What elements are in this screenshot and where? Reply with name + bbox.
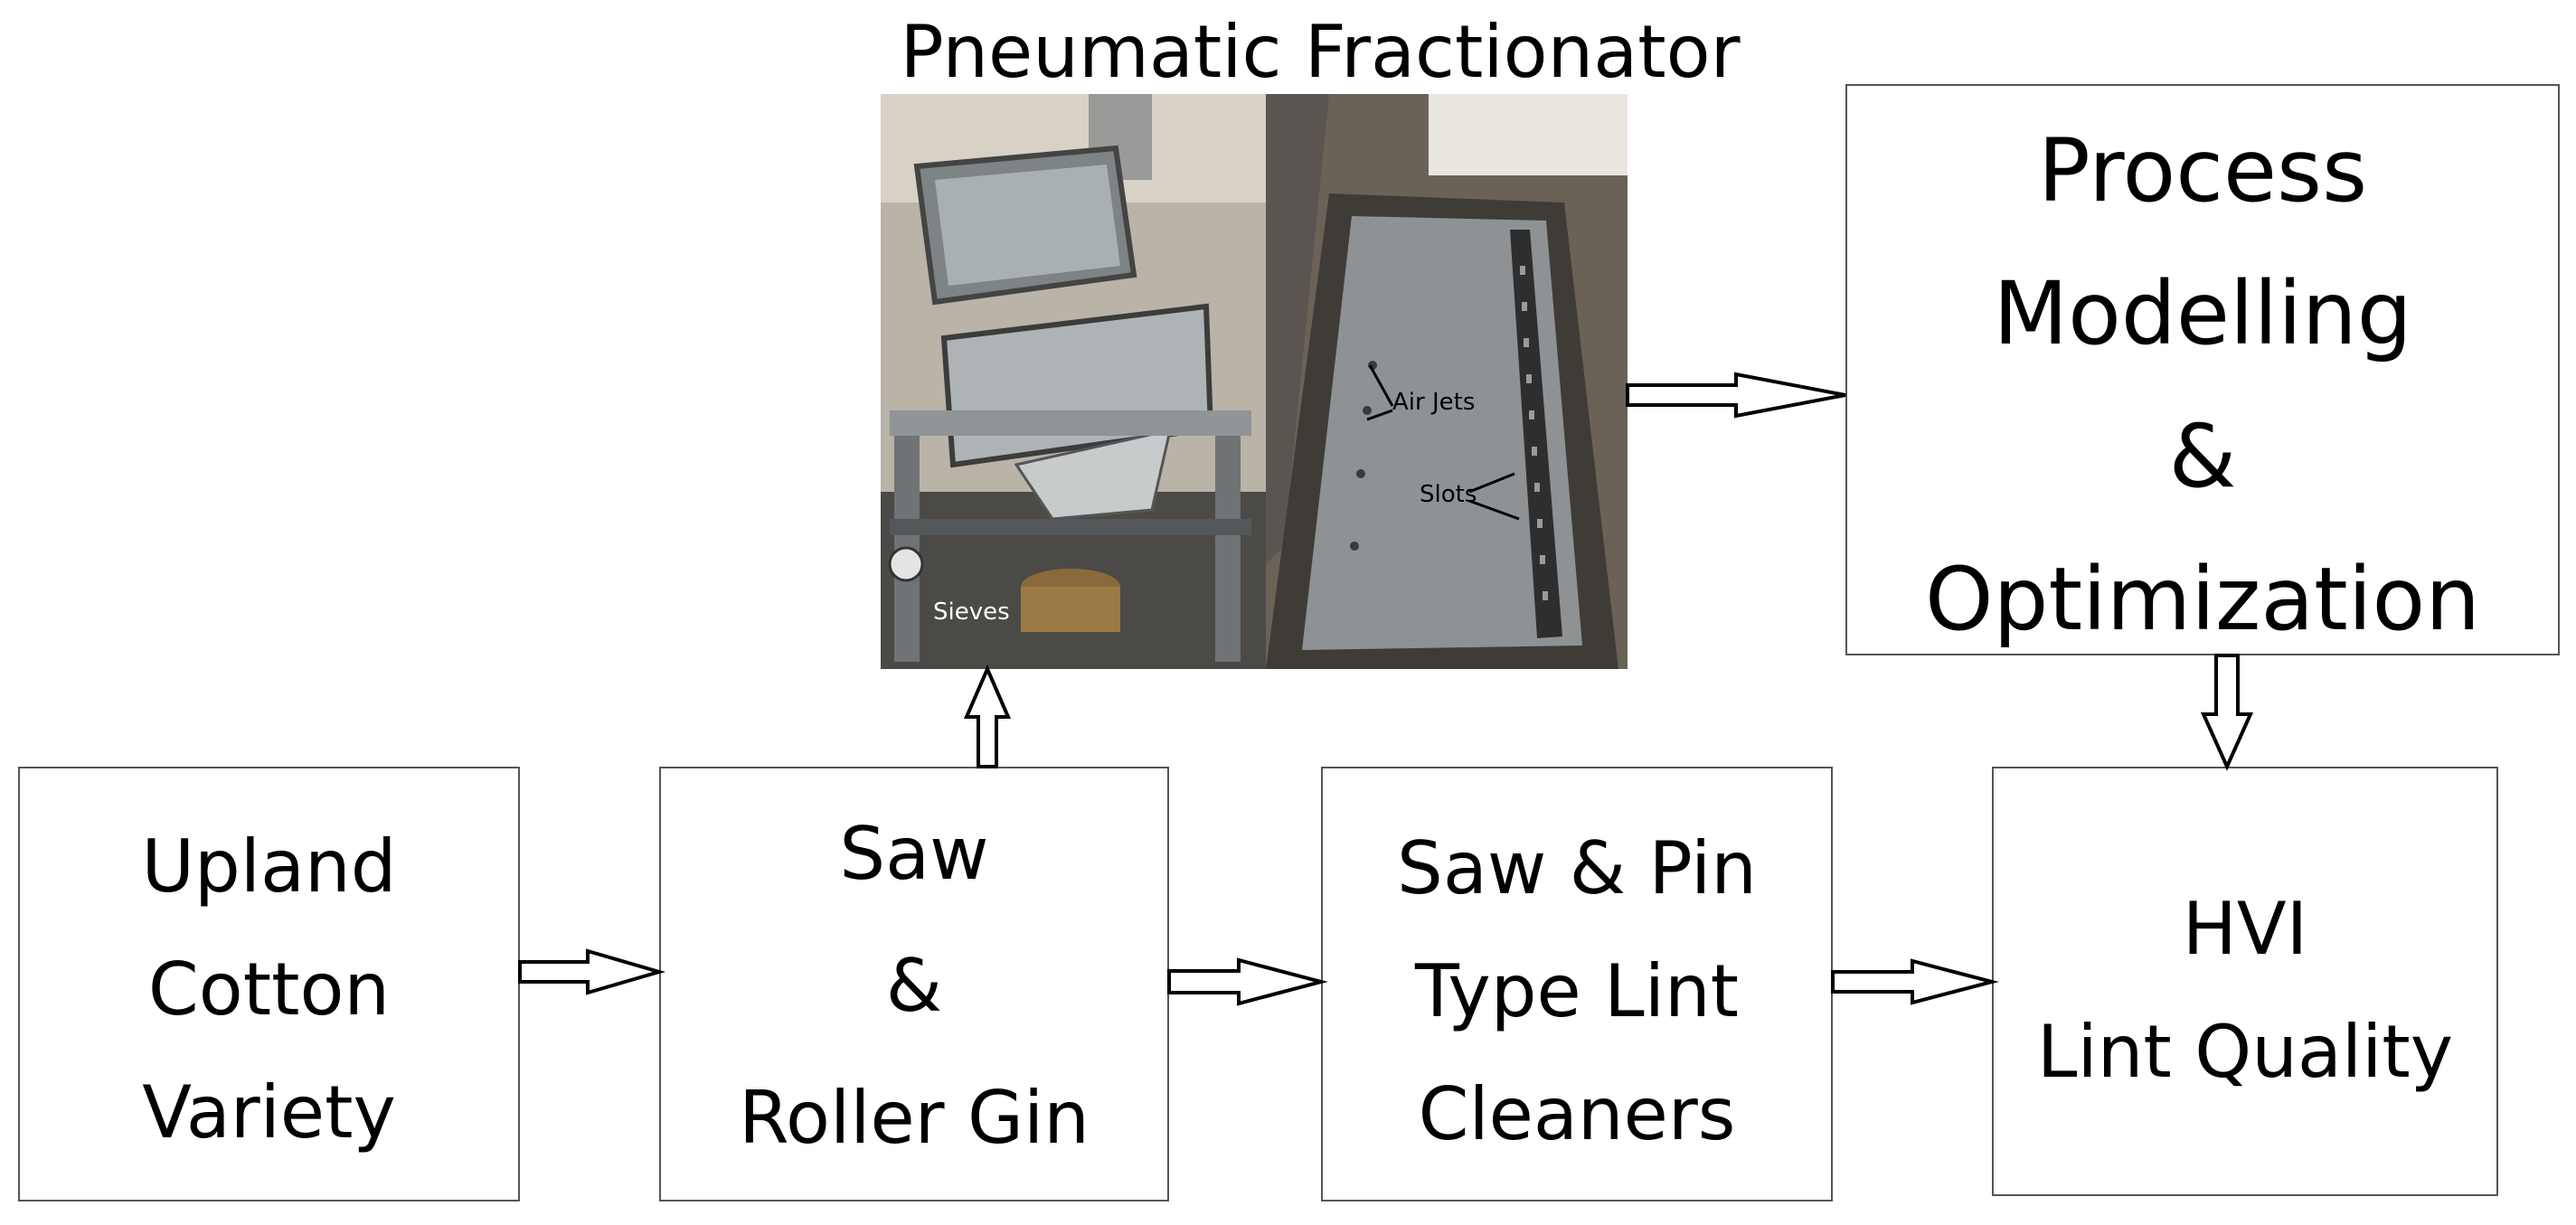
arrow-right-icon — [520, 951, 659, 993]
diagram-title: Pneumatic Fractionator — [814, 7, 1826, 98]
lint-cleaners-box: Saw & Pin Type Lint Cleaners — [1321, 767, 1833, 1201]
box-line: Variety — [20, 1051, 518, 1174]
fractionator-photo: Sieves — [881, 94, 1628, 669]
box-line: Modelling — [1847, 242, 2558, 385]
box-line: Saw — [661, 788, 1167, 920]
box-line: & — [661, 920, 1167, 1052]
box-line: Upland — [20, 806, 518, 928]
box-line: Roller Gin — [661, 1052, 1167, 1184]
arrow-down-icon — [2203, 655, 2250, 767]
arrow-right-icon — [1169, 960, 1321, 1004]
box-line: Cotton — [20, 928, 518, 1051]
box-line: Optimization — [1847, 528, 2558, 671]
arrow-up-icon — [967, 669, 1008, 767]
box-line: Type Lint — [1323, 930, 1831, 1053]
arrow-right-icon — [1833, 961, 1992, 1003]
saw-roller-gin-box: Saw & Roller Gin — [659, 767, 1169, 1201]
box-line: HVI — [1994, 868, 2496, 991]
hvi-lint-quality-box: HVI Lint Quality — [1992, 767, 2498, 1196]
box-line: Saw & Pin — [1323, 807, 1831, 930]
box-line: & — [1847, 385, 2558, 528]
air-jets-label: Air Jets — [1392, 389, 1475, 416]
box-line: Process — [1847, 99, 2558, 242]
sieves-label: Sieves — [933, 598, 1010, 626]
fractionator-machine-photo: Sieves — [881, 94, 1266, 669]
upland-cotton-variety-box: Upland Cotton Variety — [18, 767, 520, 1201]
process-modelling-box: Process Modelling & Optimization — [1845, 84, 2560, 655]
box-line: Lint Quality — [1994, 991, 2496, 1114]
box-line: Cleaners — [1323, 1053, 1831, 1176]
slots-label: Slots — [1420, 481, 1477, 508]
arrow-right-icon — [1628, 374, 1845, 416]
fractionator-trough-photo: Air Jets Slots — [1266, 94, 1628, 669]
